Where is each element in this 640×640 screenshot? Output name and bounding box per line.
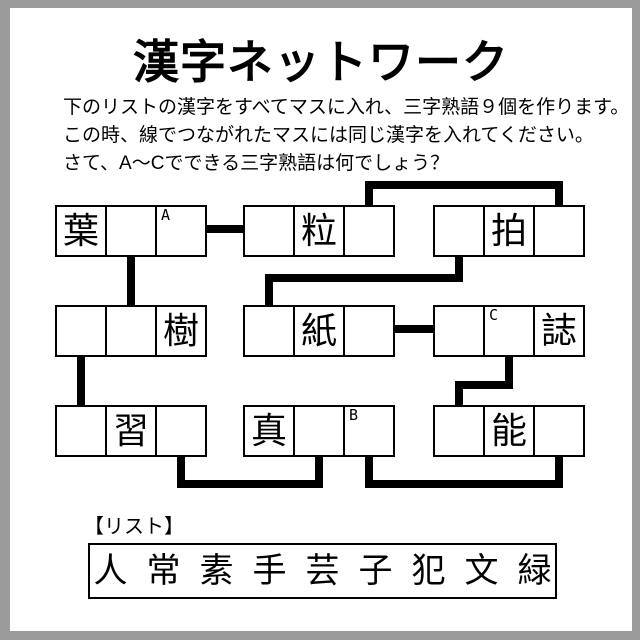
connector-box8c3-box9c3-v2 [555,457,563,488]
connector-box7c3-box8c2-v1 [177,457,185,488]
instructions: 下のリストの漢字をすべてマスに入れ、三字熟語９個を作ります。 この時、線でつなが… [63,94,629,178]
cell-kanji: 紙 [300,310,337,351]
instruction-line-3: さて、A〜Cでできる三字熟語は何でしょう？ [63,153,450,174]
kanji-list-box: 人 常 素 手 芸 子 犯 文 緑 [88,543,557,599]
puzzle-box-3: 拍 [433,205,585,257]
puzzle-cell-a: A [157,207,205,255]
connector-box3c1-box5c1-v2 [265,274,273,305]
list-label: 【リスト】 [84,516,184,538]
puzzle-cell: 能 [485,407,535,455]
cell-kanji: 拍 [490,210,527,251]
puzzle-cell: 紙 [295,307,345,355]
puzzle-grid: 葉 A 粒 拍 樹 紙 C 誌 [10,8,632,631]
page-title: 漢字ネットワーク [133,36,509,88]
puzzle-cell [435,207,485,255]
puzzle-box-5: 紙 [243,305,395,357]
list-kanji: 素 [199,552,234,590]
list-kanji: 手 [252,552,287,590]
puzzle-cell [245,207,295,255]
puzzle-cell [57,407,107,455]
puzzle-cell-c: C [485,307,535,355]
puzzle-cell [157,407,205,455]
puzzle-cell [345,307,393,355]
puzzle-cell [435,407,485,455]
puzzle-cell [245,307,295,355]
list-kanji: 子 [358,552,393,590]
puzzle-cell: 粒 [295,207,345,255]
puzzle-cell: 樹 [157,307,205,355]
cell-label-a: A [161,206,171,224]
puzzle-box-2: 粒 [243,205,395,257]
puzzle-cell [345,207,393,255]
cell-label-b: B [349,406,359,424]
connector-box8c3-box9c3-v1 [365,457,373,488]
puzzle-box-1: 葉 A [55,205,207,257]
puzzle-page: 漢字ネットワーク 下のリストの漢字をすべてマスに入れ、三字熟語９個を作ります。 … [10,8,632,631]
cell-kanji: 能 [490,410,527,451]
list-kanji: 常 [146,552,181,590]
connector-box6c2-box9c1-v1 [505,357,513,389]
cell-kanji: 樹 [162,310,199,351]
cell-kanji: 粒 [300,210,337,251]
list-kanji: 文 [464,552,499,590]
connector-box5c3-box6c1-h [395,325,433,333]
puzzle-cell [535,407,583,455]
connector-box2c3-box3c3-left-v [365,181,373,205]
puzzle-box-6: C 誌 [433,305,585,357]
puzzle-cell-b: B [345,407,393,455]
puzzle-cell: 真 [245,407,295,455]
connector-box7c3-box8c2-h [177,480,323,488]
connector-box1c2-box4c2-v [127,257,135,305]
instruction-line-2: この時、線でつながれたマスには同じ漢字を入れてください。 [63,125,594,146]
puzzle-cell: 習 [107,407,157,455]
list-kanji: 芸 [305,552,340,590]
puzzle-cell [107,207,157,255]
puzzle-cell: 葉 [57,207,107,255]
puzzle-box-4: 樹 [55,305,207,357]
cell-kanji: 葉 [62,210,99,251]
puzzle-cell [295,407,345,455]
cell-kanji: 習 [112,410,149,451]
connector-box7c3-box8c2-v2 [315,457,323,488]
instruction-line-1: 下のリストの漢字をすべてマスに入れ、三字熟語９個を作ります。 [63,97,630,118]
puzzle-cell: 誌 [535,307,583,355]
cell-kanji: 誌 [540,310,577,351]
connector-box2c3-box3c3-top-h [365,181,563,189]
puzzle-box-8: 真 B [243,405,395,457]
connector-box4c1-box7c1-v [77,357,85,405]
connector-box2c3-box3c3-right-v [555,181,563,205]
list-kanji: 緑 [517,552,552,590]
cell-label-c: C [489,306,499,324]
connector-box6c2-box9c1-h [459,381,513,389]
connector-box3c1-box5c1-v1 [455,257,463,282]
connector-box8c3-box9c3-h [365,480,563,488]
connector-box3c1-box5c1-h [265,274,463,282]
puzzle-cell [535,207,583,255]
connector-box6c2-box9c1-v2 [455,381,463,405]
connector-box1c3-box2c1-h [207,225,243,233]
list-kanji: 犯 [411,552,446,590]
cell-kanji: 真 [250,410,287,451]
list-kanji: 人 [93,552,128,590]
puzzle-cell [107,307,157,355]
puzzle-cell: 拍 [485,207,535,255]
puzzle-box-9: 能 [433,405,585,457]
puzzle-box-7: 習 [55,405,207,457]
puzzle-cell [435,307,485,355]
puzzle-cell [57,307,107,355]
